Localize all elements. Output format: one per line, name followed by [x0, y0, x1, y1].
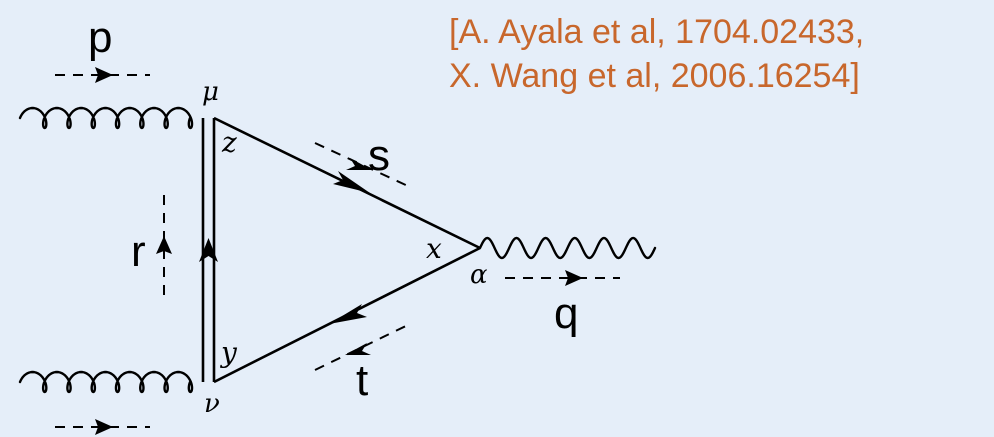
momentum-s-arrow	[346, 158, 372, 170]
momentum-t-arrow	[345, 343, 371, 355]
label-position-x: x	[426, 232, 442, 265]
citation-line-2: X. Wang et al, 2006.16254]	[449, 57, 860, 95]
label-t: t	[356, 356, 368, 405]
label-r: r	[131, 227, 146, 276]
gluon-line-top	[18, 106, 194, 130]
label-vertex-alpha: α	[470, 260, 488, 290]
label-p: p	[88, 13, 112, 62]
label-s: s	[368, 131, 390, 180]
label-vertex-nu: ν	[204, 389, 220, 419]
citation: [A. Ayala et al, 1704.02433, X. Wang et …	[449, 10, 864, 98]
photon-line	[478, 236, 657, 260]
momentum-bottom-arrow	[95, 419, 113, 435]
momentum-q-arrow	[565, 270, 583, 286]
gluon-line-bottom	[18, 370, 194, 394]
label-q: q	[554, 289, 578, 338]
citation-line-1: [A. Ayala et al, 1704.02433,	[449, 13, 865, 51]
label-vertex-mu: μ	[202, 77, 219, 107]
double-line-arrow	[199, 238, 218, 262]
label-position-z: z	[221, 126, 237, 159]
momentum-r-arrow	[156, 236, 172, 254]
fermion-arrow-upper	[333, 171, 370, 193]
label-position-y: y	[219, 336, 238, 369]
fermion-arrow-lower	[329, 304, 367, 324]
momentum-p-arrow	[95, 67, 113, 83]
